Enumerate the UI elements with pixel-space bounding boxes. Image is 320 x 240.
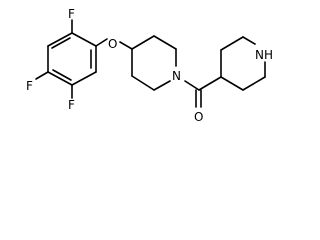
- atom-nh-amine: NH: [255, 48, 273, 62]
- bond-ar-4: [47, 71, 73, 86]
- bond-pip2-6: [220, 76, 244, 91]
- bond-pip2-3: [242, 36, 256, 45]
- atom-n-amide: N: [172, 69, 181, 83]
- bond-pip1-1: [131, 35, 155, 50]
- bond-co-ch: [198, 76, 222, 91]
- piperidine-ring-left: [131, 35, 177, 91]
- bond-ar-2: [47, 32, 73, 47]
- bond-pip2-2: [220, 36, 244, 51]
- atom-f-left: F: [26, 79, 33, 93]
- bond-n-co: [184, 80, 200, 91]
- bond-pip1-5: [131, 75, 155, 91]
- bond-ar-5: [71, 71, 97, 86]
- bond-c-f-left: [35, 71, 49, 80]
- bond-o-ch: [119, 41, 133, 50]
- bond-pip1-2: [153, 35, 177, 50]
- bond-ar-o: [95, 38, 108, 47]
- bond-ar-double-2: [52, 69, 72, 81]
- structure-canvas: F F F O N O NH: [26, 7, 273, 124]
- bond-ar-1: [71, 32, 97, 47]
- bond-pip1-4: [153, 80, 171, 91]
- bond-ar-double-1: [51, 37, 71, 49]
- aryl-ring: [47, 32, 97, 86]
- atom-o-carbonyl: O: [194, 110, 203, 124]
- piperidine-ring-right: [220, 36, 266, 91]
- atom-o-ether: O: [108, 37, 117, 51]
- atom-f-top: F: [68, 7, 75, 21]
- bond-pip2-5: [242, 76, 266, 91]
- molecule-diagram: F F F O N O NH: [26, 7, 273, 124]
- atom-f-bottom: F: [68, 98, 75, 112]
